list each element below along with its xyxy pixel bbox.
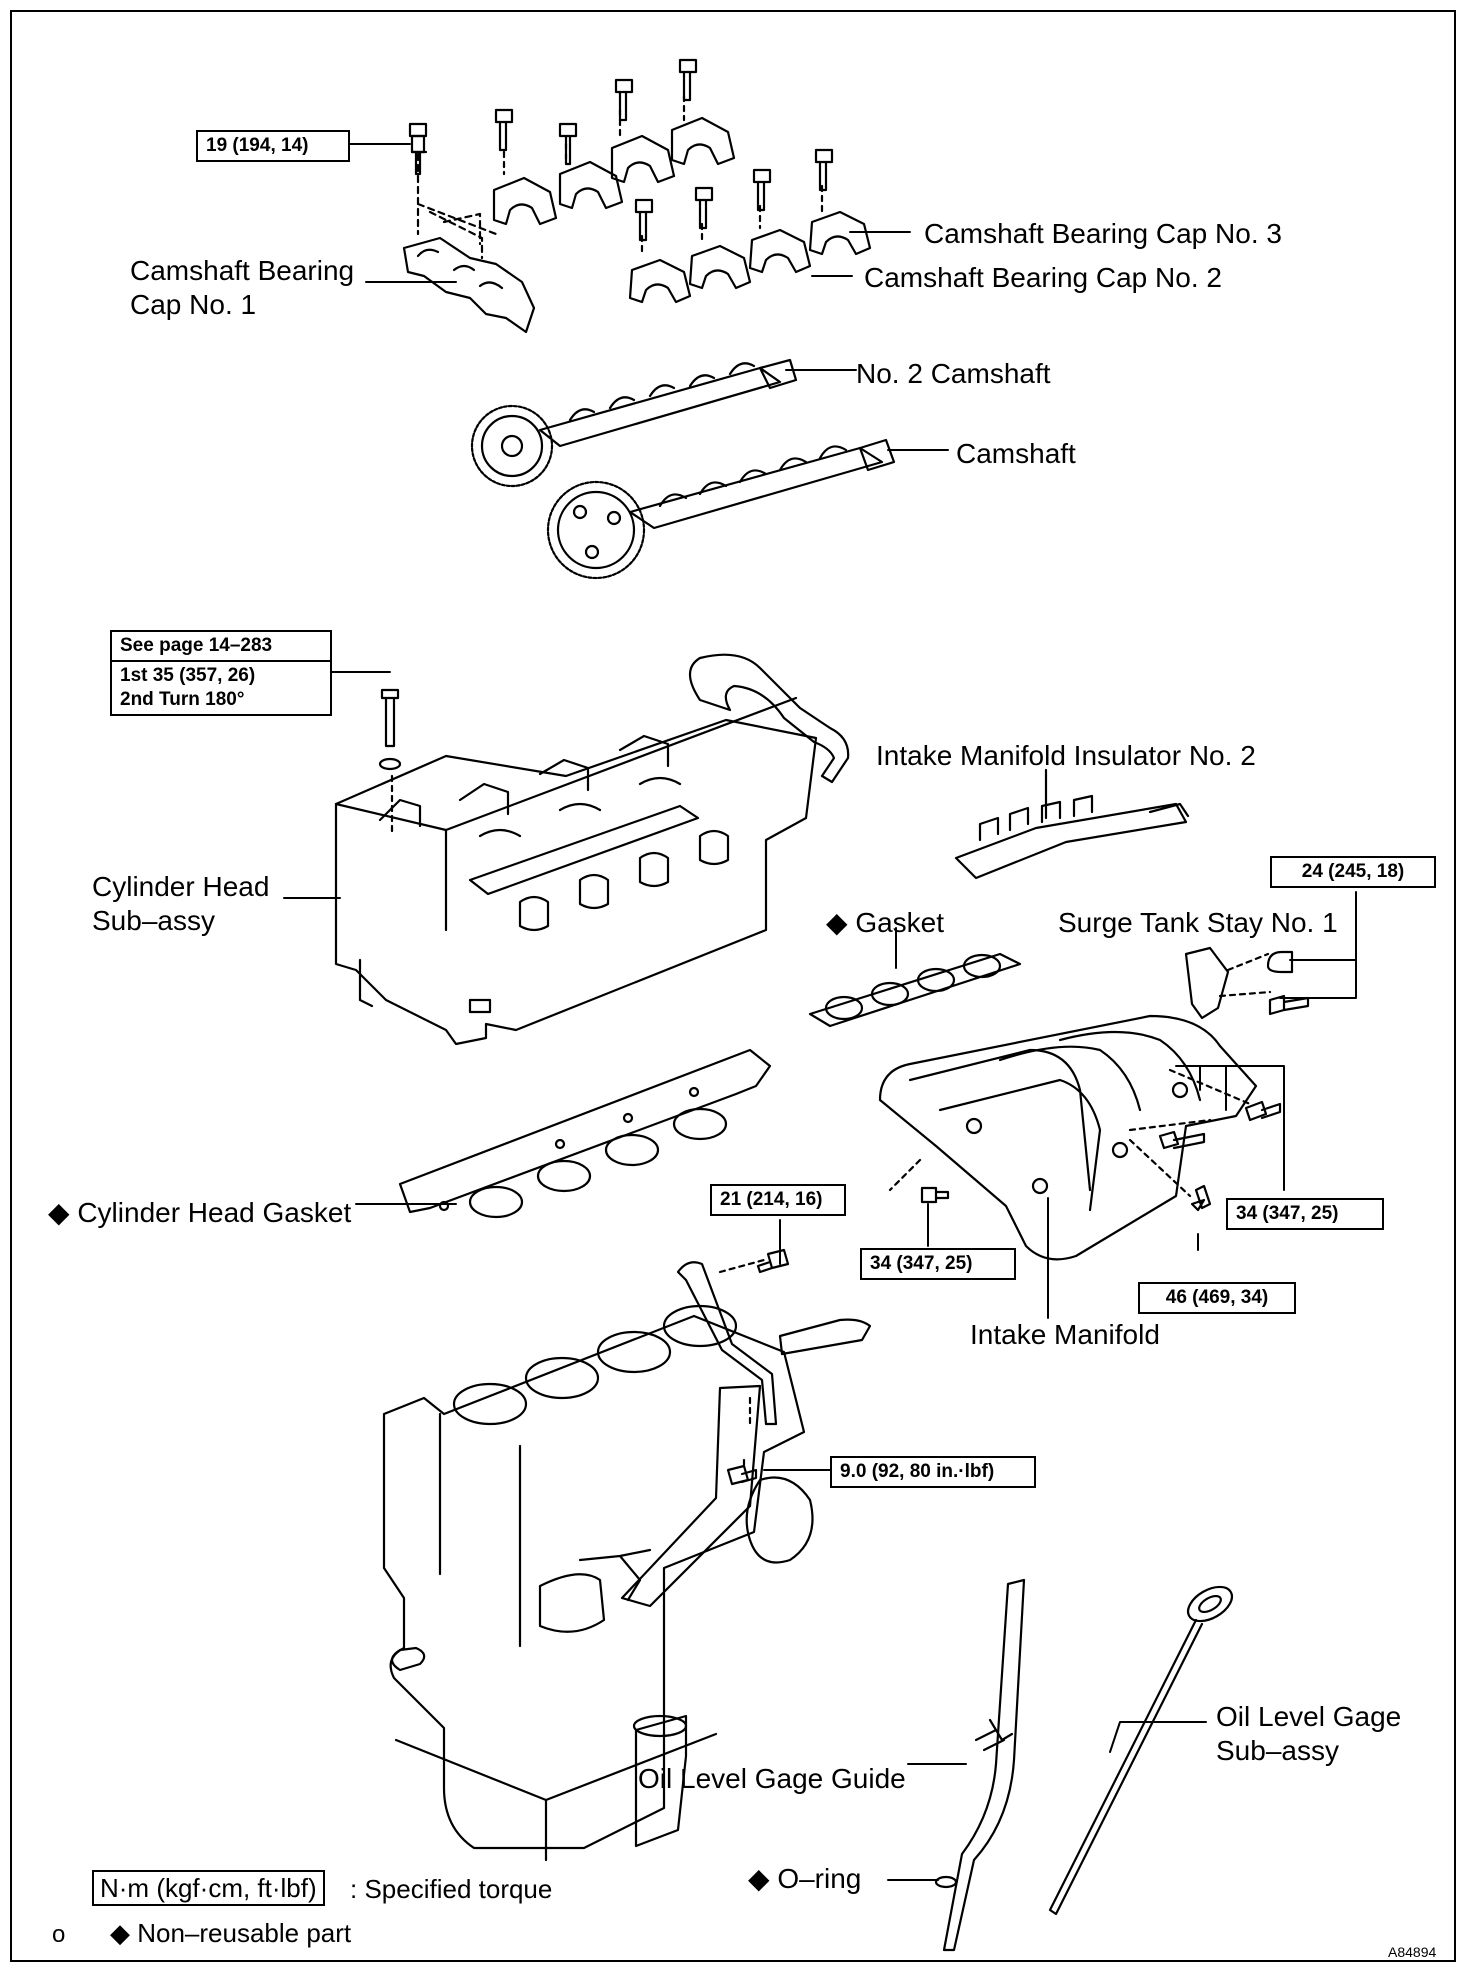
oil-gage-guide-drawing <box>934 1578 1026 1952</box>
label-no2-camshaft: No. 2 Camshaft <box>856 358 1051 389</box>
torque-pipe-bolt: 21 (214, 16) <box>710 1184 846 1216</box>
non-reusable-marker: ◆ <box>748 1863 770 1894</box>
torque-manifold-bolt-b: 34 (347, 25) <box>1226 1198 1384 1230</box>
torque-manifold-bolt-a: 34 (347, 25) <box>860 1248 1016 1280</box>
label-cap-no2: Camshaft Bearing Cap No. 2 <box>864 262 1222 293</box>
legend-torque-desc: : Specified torque <box>350 1874 553 1904</box>
cap-bolts <box>408 58 834 242</box>
corner-mark: o <box>52 1921 66 1948</box>
label-cap-no3: Camshaft Bearing Cap No. 3 <box>924 218 1282 249</box>
torque-cap-bolt: 19 (194, 14) <box>196 130 350 162</box>
label-camshaft: Camshaft <box>956 438 1076 469</box>
torque-guide-bolt: 9.0 (92, 80 in.·lbf) <box>830 1456 1036 1488</box>
torque-stay-bolt: 24 (245, 18) <box>1270 856 1436 888</box>
legend-nonreusable: ◆ Non–reusable part <box>110 1918 352 1948</box>
cam-sprocket-no2 <box>470 404 554 488</box>
manifold-gasket-drawing <box>808 952 1022 1028</box>
label-cap-no1: Camshaft Bearing Cap No. 1 <box>130 255 355 320</box>
surge-tank-stay-drawing <box>1184 946 1310 1020</box>
non-reusable-marker: ◆ <box>826 907 848 938</box>
label-cylinder-head: Cylinder Head Sub–assy <box>92 871 270 936</box>
head-gasket-drawing <box>398 1048 772 1219</box>
oil-gage-drawing <box>1048 1585 1234 1916</box>
torque-head-bolt-ref: See page 14–283 <box>120 635 273 656</box>
leader-lines <box>283 143 1357 1881</box>
torque-head-bolt-1st: 1st 35 (357, 26) <box>120 665 256 686</box>
label-intake-manifold: Intake Manifold <box>970 1319 1160 1350</box>
cap-no1 <box>402 236 536 334</box>
insulator-no2-drawing <box>954 794 1190 880</box>
legend-torque-unit: N·m (kgf·cm, ft·lbf) <box>92 1870 325 1906</box>
non-reusable-marker: ◆ <box>48 1197 70 1228</box>
torque-manifold-bolt-c: 46 (469, 34) <box>1138 1282 1296 1314</box>
label-gasket: ◆ Gasket <box>826 907 945 938</box>
vvt-sprocket <box>546 480 646 580</box>
label-insulator-no2: Intake Manifold Insulator No. 2 <box>876 740 1256 771</box>
torque-head-bolt-2nd: 2nd Turn 180° <box>120 689 245 710</box>
intake-manifold-drawing <box>878 1014 1282 1261</box>
label-oil-gage: Oil Level Gage Sub–assy <box>1216 1701 1402 1766</box>
cylinder-block-drawing <box>382 1304 814 1862</box>
figure-id: A84894 <box>1388 1944 1437 1960</box>
label-oil-gage-guide: Oil Level Gage Guide <box>638 1763 906 1794</box>
cylinder-head-drawing <box>334 653 850 1046</box>
diagram-frame <box>10 10 1456 1962</box>
water-bypass-pipe-drawing <box>620 1248 872 1608</box>
label-surge-tank-stay: Surge Tank Stay No. 1 <box>1058 907 1338 938</box>
bearing-caps-group <box>402 58 872 334</box>
non-reusable-marker: ◆ <box>110 1918 130 1948</box>
torque-head-bolt-box: See page 14–283 1st 35 (357, 26) 2nd Tur… <box>110 630 332 716</box>
camshafts-group <box>470 358 896 580</box>
label-oring: ◆ O–ring <box>748 1863 862 1894</box>
label-cylinder-head-gasket: ◆ Cylinder Head Gasket <box>48 1197 352 1228</box>
